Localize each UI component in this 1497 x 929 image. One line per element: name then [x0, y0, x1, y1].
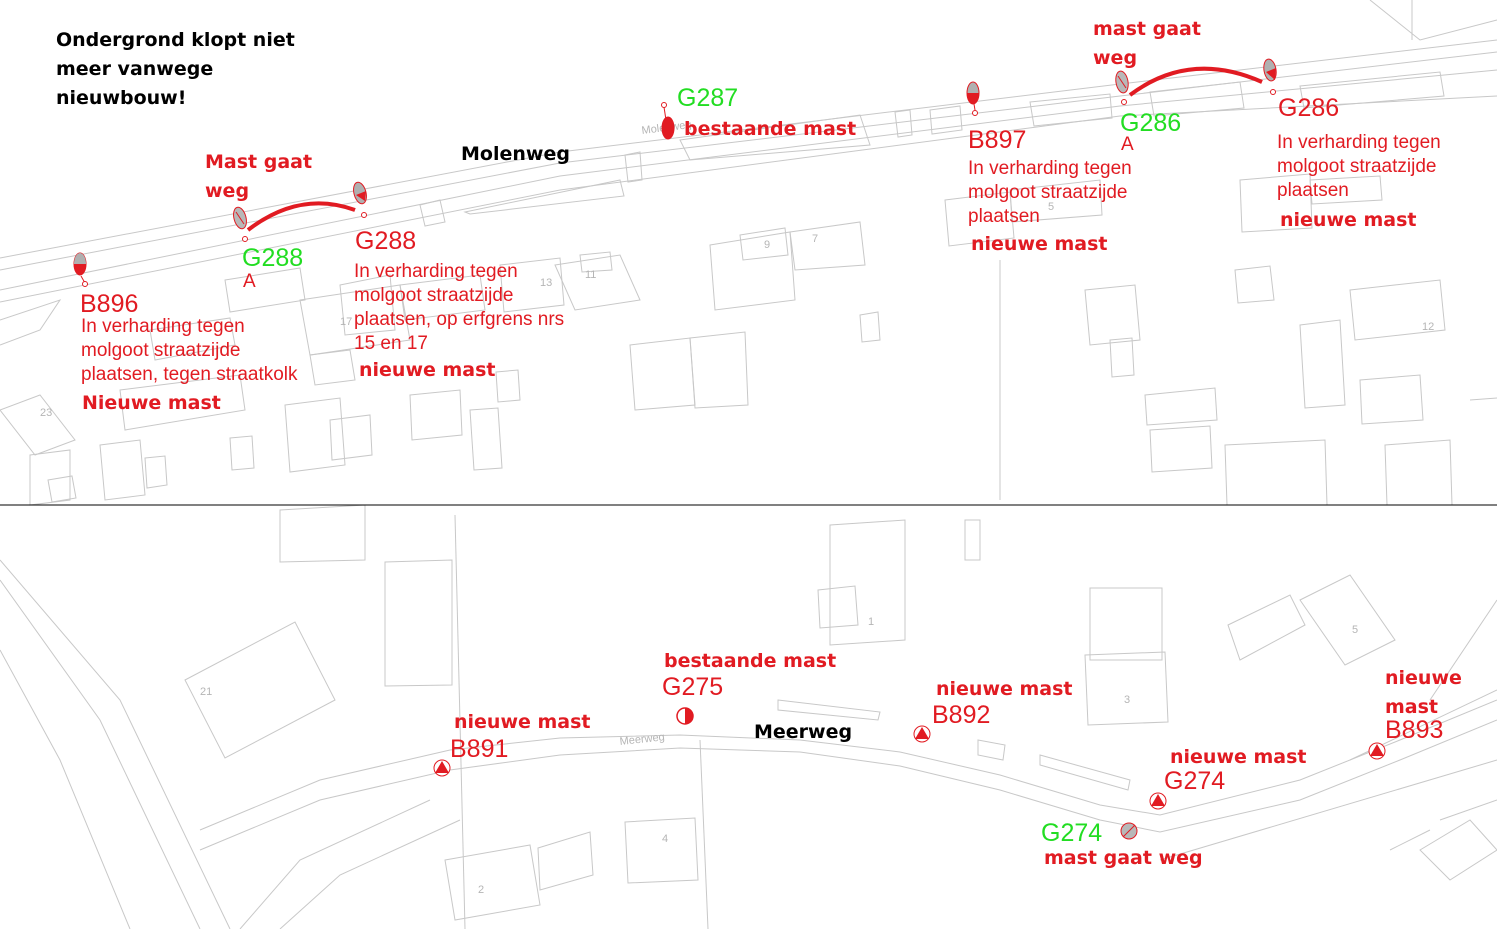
mast-letter-g286-old: A: [1121, 134, 1134, 155]
house-number: 21: [200, 686, 212, 698]
mast-code-g275: G275: [662, 673, 724, 701]
mast-status-b891: nieuwe mast: [454, 711, 591, 733]
street-map-label: Meerweg: [619, 731, 665, 748]
house-number: 3: [1124, 694, 1130, 706]
mast-note-b897: In verharding tegen molgoot straatzijde …: [968, 158, 1132, 227]
mast-marker-b897: [966, 81, 980, 116]
mast-code-g287: G287: [677, 84, 739, 112]
mast-note-b896: In verharding tegen molgoot straatzijde …: [81, 316, 298, 385]
house-number: 5: [1048, 201, 1054, 213]
relocation-arrow-g288: [246, 201, 356, 232]
mast-code-b897: B897: [968, 126, 1027, 154]
mast-note-g288-new: In verharding tegen molgoot straatzijde …: [354, 261, 565, 354]
mast-marker-g288-old: [233, 206, 248, 242]
header-note: Ondergrond klopt niet meer vanwege nieuw…: [56, 29, 295, 109]
mast-status-g286-old: mast gaat weg: [1093, 18, 1201, 69]
mast-marker-g287: [661, 102, 675, 140]
mast-letter-g288-old: A: [243, 271, 256, 292]
house-number: 2: [478, 884, 484, 896]
mast-code-g286-old: G286: [1120, 109, 1182, 137]
mast-code-b891: B891: [450, 735, 509, 763]
house-number: 9: [764, 239, 770, 251]
mast-marker-g274-new: [1149, 792, 1167, 810]
mast-status-g275: bestaande mast: [664, 650, 837, 672]
mast-marker-b896: [73, 252, 88, 287]
mast-marker-b892: [913, 725, 931, 743]
mast-status-b897: nieuwe mast: [971, 233, 1108, 255]
mast-note-g286-new: In verharding tegen molgoot straatzijde …: [1277, 132, 1441, 201]
street-name-molenweg: Molenweg: [461, 143, 570, 165]
relocation-arrow-g286: [1128, 66, 1263, 97]
mast-status-b893: nieuwe mast: [1385, 667, 1462, 718]
mast-status-g274-new: nieuwe mast: [1170, 746, 1307, 768]
mast-code-g274-new: G274: [1164, 767, 1226, 795]
mast-code-g288-old: G288: [242, 244, 304, 272]
house-number: 4: [662, 833, 668, 845]
mast-code-b892: B892: [932, 701, 991, 729]
mast-status-g286-new: nieuwe mast: [1280, 209, 1417, 231]
house-number: 5: [1352, 624, 1358, 636]
house-number: 23: [40, 407, 52, 419]
mast-code-g274-old: G274: [1041, 819, 1103, 847]
mast-status-b892: nieuwe mast: [936, 678, 1073, 700]
mast-status-g288-old: Mast gaat weg: [205, 151, 313, 202]
mast-marker-b893: [1368, 742, 1386, 760]
house-number: 13: [540, 277, 552, 289]
mast-status-g274-old: mast gaat weg: [1044, 847, 1203, 869]
mast-marker-g275: [676, 707, 694, 725]
mast-marker-g274-old: [1120, 822, 1138, 840]
mast-marker-g288-new: [353, 181, 367, 218]
mast-code-b893: B893: [1385, 716, 1444, 744]
street-name-meerweg: Meerweg: [754, 721, 853, 743]
mast-marker-b891: [433, 759, 451, 777]
house-number: 17: [340, 316, 352, 328]
mast-status-g288-new: nieuwe mast: [359, 359, 496, 381]
mast-code-g288-new: G288: [355, 227, 417, 255]
house-number: 11: [585, 269, 596, 281]
mast-marker-g286-new: [1263, 58, 1277, 95]
mast-status-g287: bestaande mast: [684, 118, 857, 140]
mast-marker-g286-old: [1115, 70, 1129, 105]
mast-code-b896: B896: [80, 290, 139, 318]
mast-status-b896: Nieuwe mast: [82, 392, 221, 414]
house-number: 1: [868, 616, 874, 628]
house-number: 12: [1422, 321, 1434, 333]
house-number: 7: [812, 233, 818, 245]
mast-code-g286-new: G286: [1278, 94, 1340, 122]
